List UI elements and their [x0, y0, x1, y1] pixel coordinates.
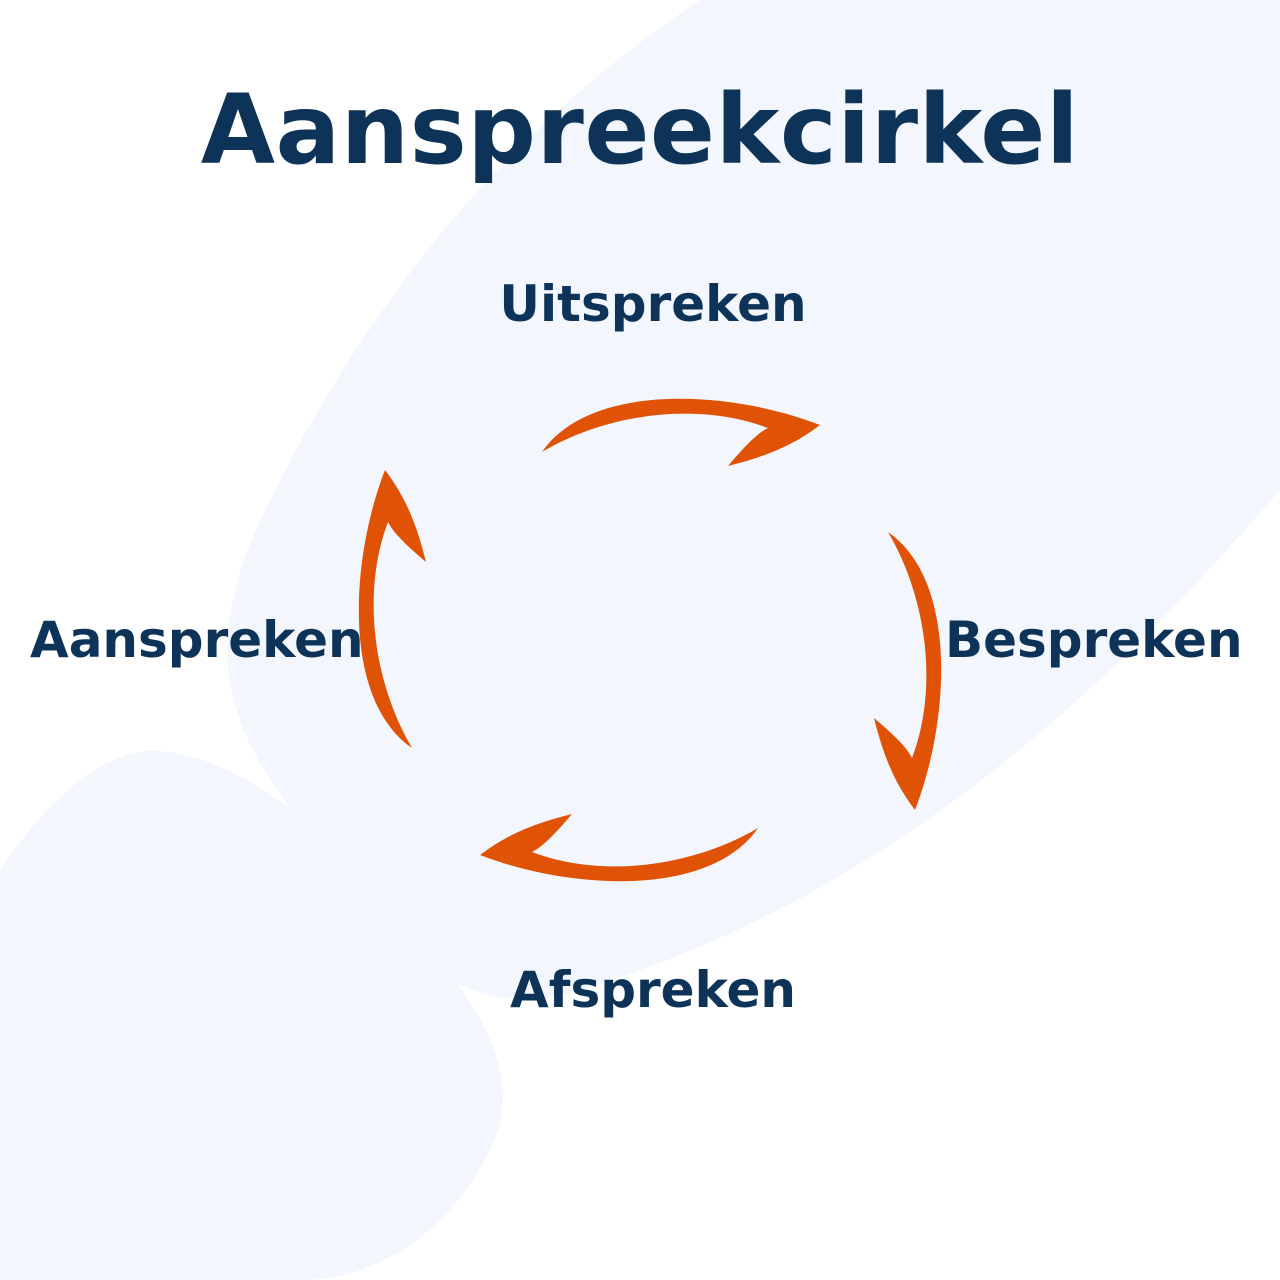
arrow-top-icon	[542, 398, 820, 466]
arrow-right-icon	[874, 532, 942, 810]
step-label-afspreken: Afspreken	[510, 961, 796, 1019]
background-blob-small	[0, 751, 503, 1280]
page-title: Aanspreekcirkel	[200, 74, 1080, 186]
step-label-uitspreken: Uitspreken	[499, 275, 807, 333]
step-label-aanspreken: Aanspreken	[30, 611, 364, 669]
background-blob-large	[227, 0, 1280, 999]
arrow-left-icon	[358, 470, 426, 748]
step-label-bespreken: Bespreken	[945, 611, 1243, 669]
arrow-bottom-icon	[480, 814, 758, 882]
